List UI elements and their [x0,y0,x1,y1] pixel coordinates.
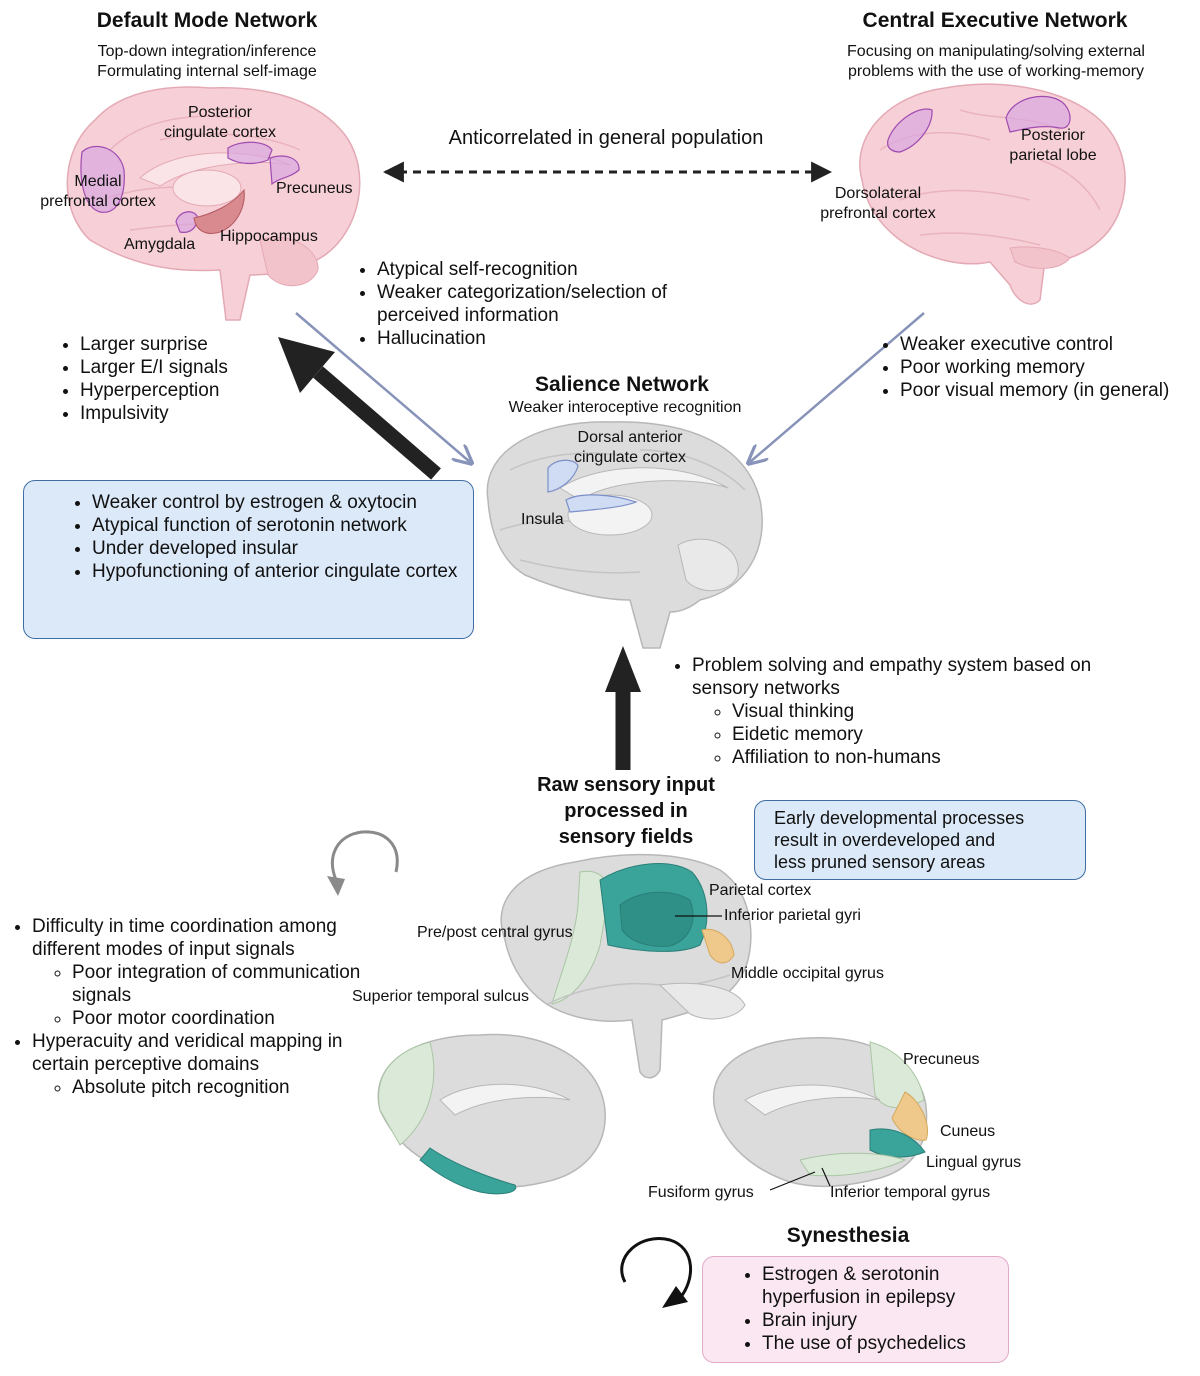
ppl-label-2: parietal lobe [1009,147,1097,164]
sensory-medial-brain-right [712,1037,928,1188]
sensory-effect-text: Hyperacuity and veridical mapping in cer… [32,1031,343,1075]
early-development-line-1: Early developmental processes [774,808,1025,828]
dmn-bullet: Impulsivity [80,402,228,425]
raw-sensory-line-2: processed in [564,800,688,822]
mechanism-bullet: Weaker control by estrogen & oxytocin [92,491,472,514]
sensory-precuneus-label: Precuneus [903,1051,980,1068]
mpfc-label-1: Medial [74,173,122,190]
cen-to-salience-arrow [750,312,925,462]
anticorrelated-label: Anticorrelated in general population [448,127,764,149]
cen-bullet: Poor working memory [900,356,1169,379]
middle-bullet: Hallucination [377,327,707,350]
early-development-line-3: less pruned sensory areas [774,852,986,872]
synesthesia-box: Estrogen & serotonin hyperfusion in epil… [702,1256,1009,1363]
cen-subtitle-1: Focusing on manipulating/solving externa… [847,43,1145,60]
problem-solving-subitem: Visual thinking [732,700,1162,723]
fusiform-label: Fusiform gyrus [648,1184,754,1201]
sensory-effect-text: Difficulty in time coordination among di… [32,916,337,960]
cen-bullet: Weaker executive control [900,333,1169,356]
dacc-label-2: cingulate cortex [573,449,687,466]
amygdala-label: Amygdala [124,236,196,253]
raw-sensory-line-1: Raw sensory input [537,774,715,796]
middle-bullet: Atypical self-recognition [377,258,707,281]
dlpfc-label-1: Dorsolateral [834,185,922,202]
mechanism-box: Weaker control by estrogen & oxytocin At… [23,480,474,639]
dmn-bullet-list: Larger surprise Larger E/I signals Hyper… [58,333,228,425]
sensory-effects-list: Difficulty in time coordination among di… [10,915,402,1099]
pcc-label-1: Posterior [187,104,253,121]
synesthesia-bullet: Brain injury [762,1309,1022,1332]
cen-subtitle-2: problems with the use of working-memory [847,63,1145,80]
sensory-to-salience-arrow [605,646,641,770]
sensory-effect-subitem: Poor motor coordination [72,1007,402,1030]
mechanism-bullet: Hypofunctioning of anterior cingulate co… [92,560,472,583]
problem-solving-subitem: Affiliation to non-humans [732,746,1162,769]
hippocampus-label: Hippocampus [220,228,318,245]
salience-brain [486,421,763,649]
cen-brain [859,83,1126,305]
sensory-effect-bullet: Hyperacuity and veridical mapping in cer… [32,1030,402,1099]
middle-occipital-label: Middle occipital gyrus [731,965,884,982]
dmn-brain [66,86,361,321]
inferior-parietal-label: Inferior parietal gyri [724,907,861,924]
problem-solving-bullet: Problem solving and empathy system based… [692,654,1162,769]
sensory-effect-sublist: Poor integration of communication signal… [32,961,402,1030]
problem-solving-text: Problem solving and empathy system based… [692,655,1092,699]
sensory-effect-subitem: Poor integration of communication signal… [72,961,402,1007]
mechanism-bullet: Atypical function of serotonin network [92,514,472,537]
fusiform-leader [769,1171,816,1191]
middle-bullet: Weaker categorization/selection of perce… [377,281,707,327]
dmn-bullet: Hyperperception [80,379,228,402]
inferior-temporal-leader [821,1167,831,1187]
dmn-subtitle-1: Top-down integration/inference [97,43,317,60]
mpfc-label-2: prefrontal cortex [40,193,156,210]
dmn-bullet: Larger E/I signals [80,356,228,379]
grey-circular-arrow-icon [327,830,399,896]
cen-bullet: Poor visual memory (in general) [900,379,1169,402]
lingual-label: Lingual gyrus [926,1154,1022,1171]
precuneus-label: Precuneus [276,180,353,197]
cen-title: Central Executive Network [862,9,1128,32]
sensory-medial-brain-left [377,1033,606,1195]
dacc-label-1: Dorsal anterior [577,429,683,446]
salience-subtitle: Weaker interoceptive recognition [508,399,742,416]
early-development-box: Early developmental processes result in … [754,800,1086,880]
raw-sensory-line-3: sensory fields [558,826,694,848]
ppl-label-1: Posterior [1020,127,1086,144]
synesthesia-title: Synesthesia [786,1224,910,1247]
salience-to-dmn-arrow [278,337,441,480]
cen-bullet-list: Weaker executive control Poor working me… [878,333,1169,402]
pre-post-central-label: Pre/post central gyrus [417,924,573,941]
inferior-temporal-label: Inferior temporal gyrus [830,1184,991,1201]
middle-bullet-list: Atypical self-recognition Weaker categor… [355,258,707,350]
problem-solving-sublist: Visual thinking Eidetic memory Affiliati… [692,700,1162,769]
mechanism-bullet: Under developed insular [92,537,472,560]
sensory-effect-bullet: Difficulty in time coordination among di… [32,915,402,1030]
insula-label: Insula [521,511,564,528]
dmn-to-salience-arrow [295,312,470,462]
sensory-lateral-brain [500,853,752,1079]
sensory-effect-sublist: Absolute pitch recognition [32,1076,402,1099]
salience-title: Salience Network [535,373,709,396]
superior-temporal-label: Superior temporal sulcus [352,988,529,1005]
synesthesia-list: Estrogen & serotonin hyperfusion in epil… [740,1263,1022,1355]
cuneus-label: Cuneus [940,1123,996,1140]
dmn-bullet: Larger surprise [80,333,228,356]
sensory-effect-subitem: Absolute pitch recognition [72,1076,402,1099]
dmn-title: Default Mode Network [96,9,318,32]
synesthesia-bullet: The use of psychedelics [762,1332,1022,1355]
black-circular-arrow-icon [620,1237,692,1308]
early-development-line-2: result in overdeveloped and [774,830,996,850]
mechanism-list: Weaker control by estrogen & oxytocin At… [70,491,472,583]
synesthesia-bullet: Estrogen & serotonin hyperfusion in epil… [762,1263,1022,1309]
dlpfc-label-2: prefrontal cortex [820,205,936,222]
problem-solving-subitem: Eidetic memory [732,723,1162,746]
parietal-cortex-label: Parietal cortex [709,882,812,899]
pcc-label-2: cingulate cortex [163,124,277,141]
problem-solving-list: Problem solving and empathy system based… [670,654,1162,769]
dmn-subtitle-2: Formulating internal self-image [97,63,317,80]
